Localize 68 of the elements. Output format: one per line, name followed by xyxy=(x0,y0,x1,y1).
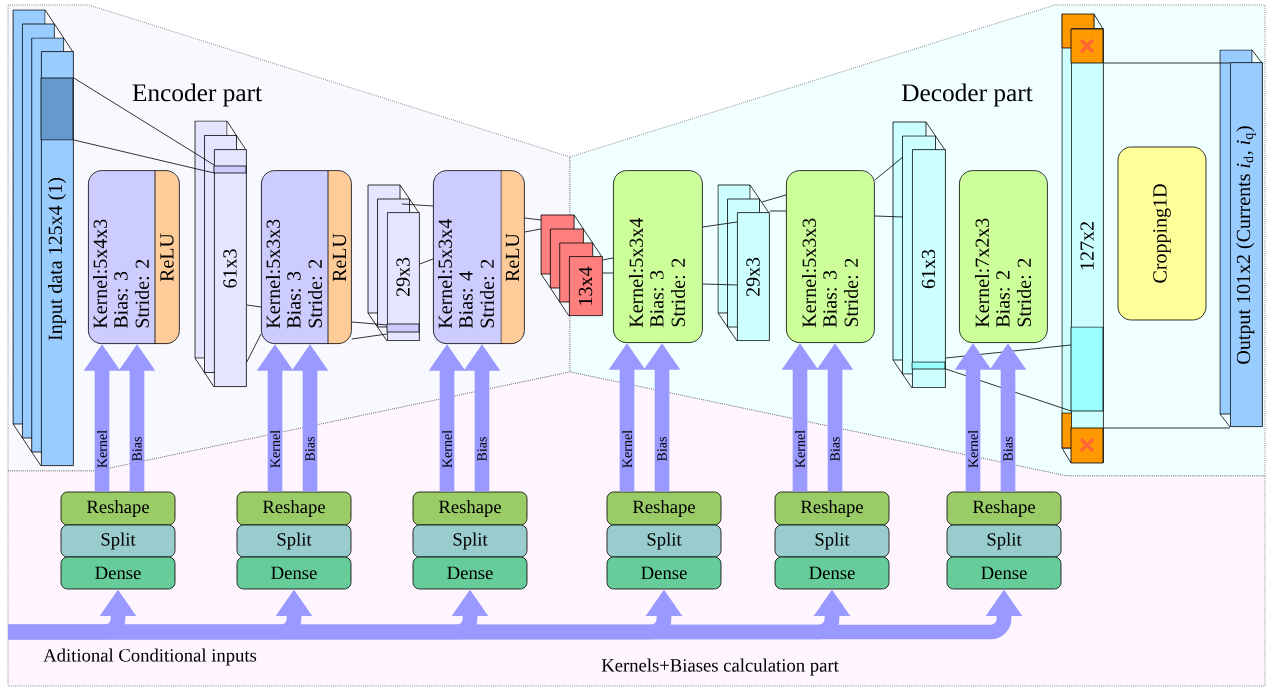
connector-line xyxy=(73,139,215,174)
connector-line xyxy=(1103,427,1231,429)
layer-box: Reshape xyxy=(60,491,176,526)
feature-map-stack: 13x4 xyxy=(540,214,603,317)
edge-label: Bias xyxy=(131,435,143,463)
connector-line xyxy=(401,203,434,207)
connector-line xyxy=(419,258,434,265)
connector-line xyxy=(702,283,738,286)
connector-line xyxy=(602,257,614,261)
connector-line xyxy=(761,194,787,203)
feature-map-stack: 127x2 xyxy=(1061,13,1104,464)
layer-box: Kernel:7x2x3 Bias: 2 Stride: 2 xyxy=(959,170,1048,343)
layer-box: Reshape xyxy=(412,491,528,526)
layer-box: Kernel:5x3x4 Bias: 4 Stride: 2 ReLU xyxy=(433,170,525,344)
connector-line xyxy=(702,221,738,228)
layer-box: Dense xyxy=(774,556,890,590)
layer-box: Split xyxy=(774,524,890,558)
layer-box: Kernel:5x3x3 Bias: 3 Stride: 2 xyxy=(786,170,875,343)
layer-box: Reshape xyxy=(946,491,1062,526)
layer-box: Split xyxy=(236,524,352,558)
connector-line xyxy=(246,304,262,308)
connector-line xyxy=(246,333,262,363)
edge-label: Kernel xyxy=(441,429,453,469)
layer-box: Split xyxy=(606,524,722,558)
connector-line xyxy=(524,228,542,233)
connector-line xyxy=(73,77,215,166)
connector-line xyxy=(874,156,904,181)
layer-box: Reshape xyxy=(236,491,352,526)
edge-label: Bias xyxy=(656,435,668,463)
connector-line xyxy=(874,215,904,218)
layer-box: Split xyxy=(946,524,1062,558)
edge-label: Kernel xyxy=(967,429,979,469)
connector-line xyxy=(524,217,542,221)
feature-map-stack: Output 101x2 (Currents i$_{d}$, i$_{q}$) xyxy=(1219,49,1263,428)
edge-label: Kernel xyxy=(794,429,806,469)
edge-label: Kernel xyxy=(621,429,633,469)
layer-box: Kernel:5x3x4 Bias: 3 Stride: 2 xyxy=(613,170,703,343)
edge-label: Bias xyxy=(476,435,488,463)
edge-label: Bias xyxy=(829,435,841,463)
layer-box: Dense xyxy=(236,556,352,590)
layer-box: Dense xyxy=(946,556,1062,590)
connector-line xyxy=(769,210,787,212)
layer-box: Kernel:5x3x3 Bias: 3 Stride: 2 ReLU xyxy=(261,170,352,344)
connector-line xyxy=(351,321,388,326)
node-label: 13x4 xyxy=(578,266,593,305)
note-text: Aditional Conditional inputs xyxy=(43,648,257,666)
feature-map-stack: 61x3 xyxy=(892,121,946,389)
layer-box: Split xyxy=(412,524,528,558)
feature-map-stack: 29x3 xyxy=(367,184,420,342)
edge-label: Kernel xyxy=(96,429,108,469)
connector-line xyxy=(351,333,388,340)
feature-map-stack: Input data 125x4 (1) xyxy=(12,9,74,467)
connector-line xyxy=(602,272,614,274)
layer-box: Cropping1D xyxy=(1117,146,1207,321)
edge-label: Bias xyxy=(304,435,316,463)
layer-box: Dense xyxy=(60,556,176,590)
layer-box: Dense xyxy=(412,556,528,590)
layer-box: Reshape xyxy=(774,491,890,526)
edge-label: Kernel xyxy=(269,429,281,469)
layer-box: Kernel:5x4x3 Bias: 3 Stride: 2 ReLU xyxy=(88,170,180,344)
layer-box: Reshape xyxy=(606,491,722,526)
feature-map-stack: 29x3 xyxy=(717,184,770,342)
feature-map-stack: 61x3 xyxy=(194,120,247,388)
layer-box: Dense xyxy=(606,556,722,590)
connector-line xyxy=(1103,62,1231,64)
edge-label: Bias xyxy=(1002,435,1014,463)
connector-line xyxy=(945,344,1072,359)
layer-box: Split xyxy=(60,524,176,558)
